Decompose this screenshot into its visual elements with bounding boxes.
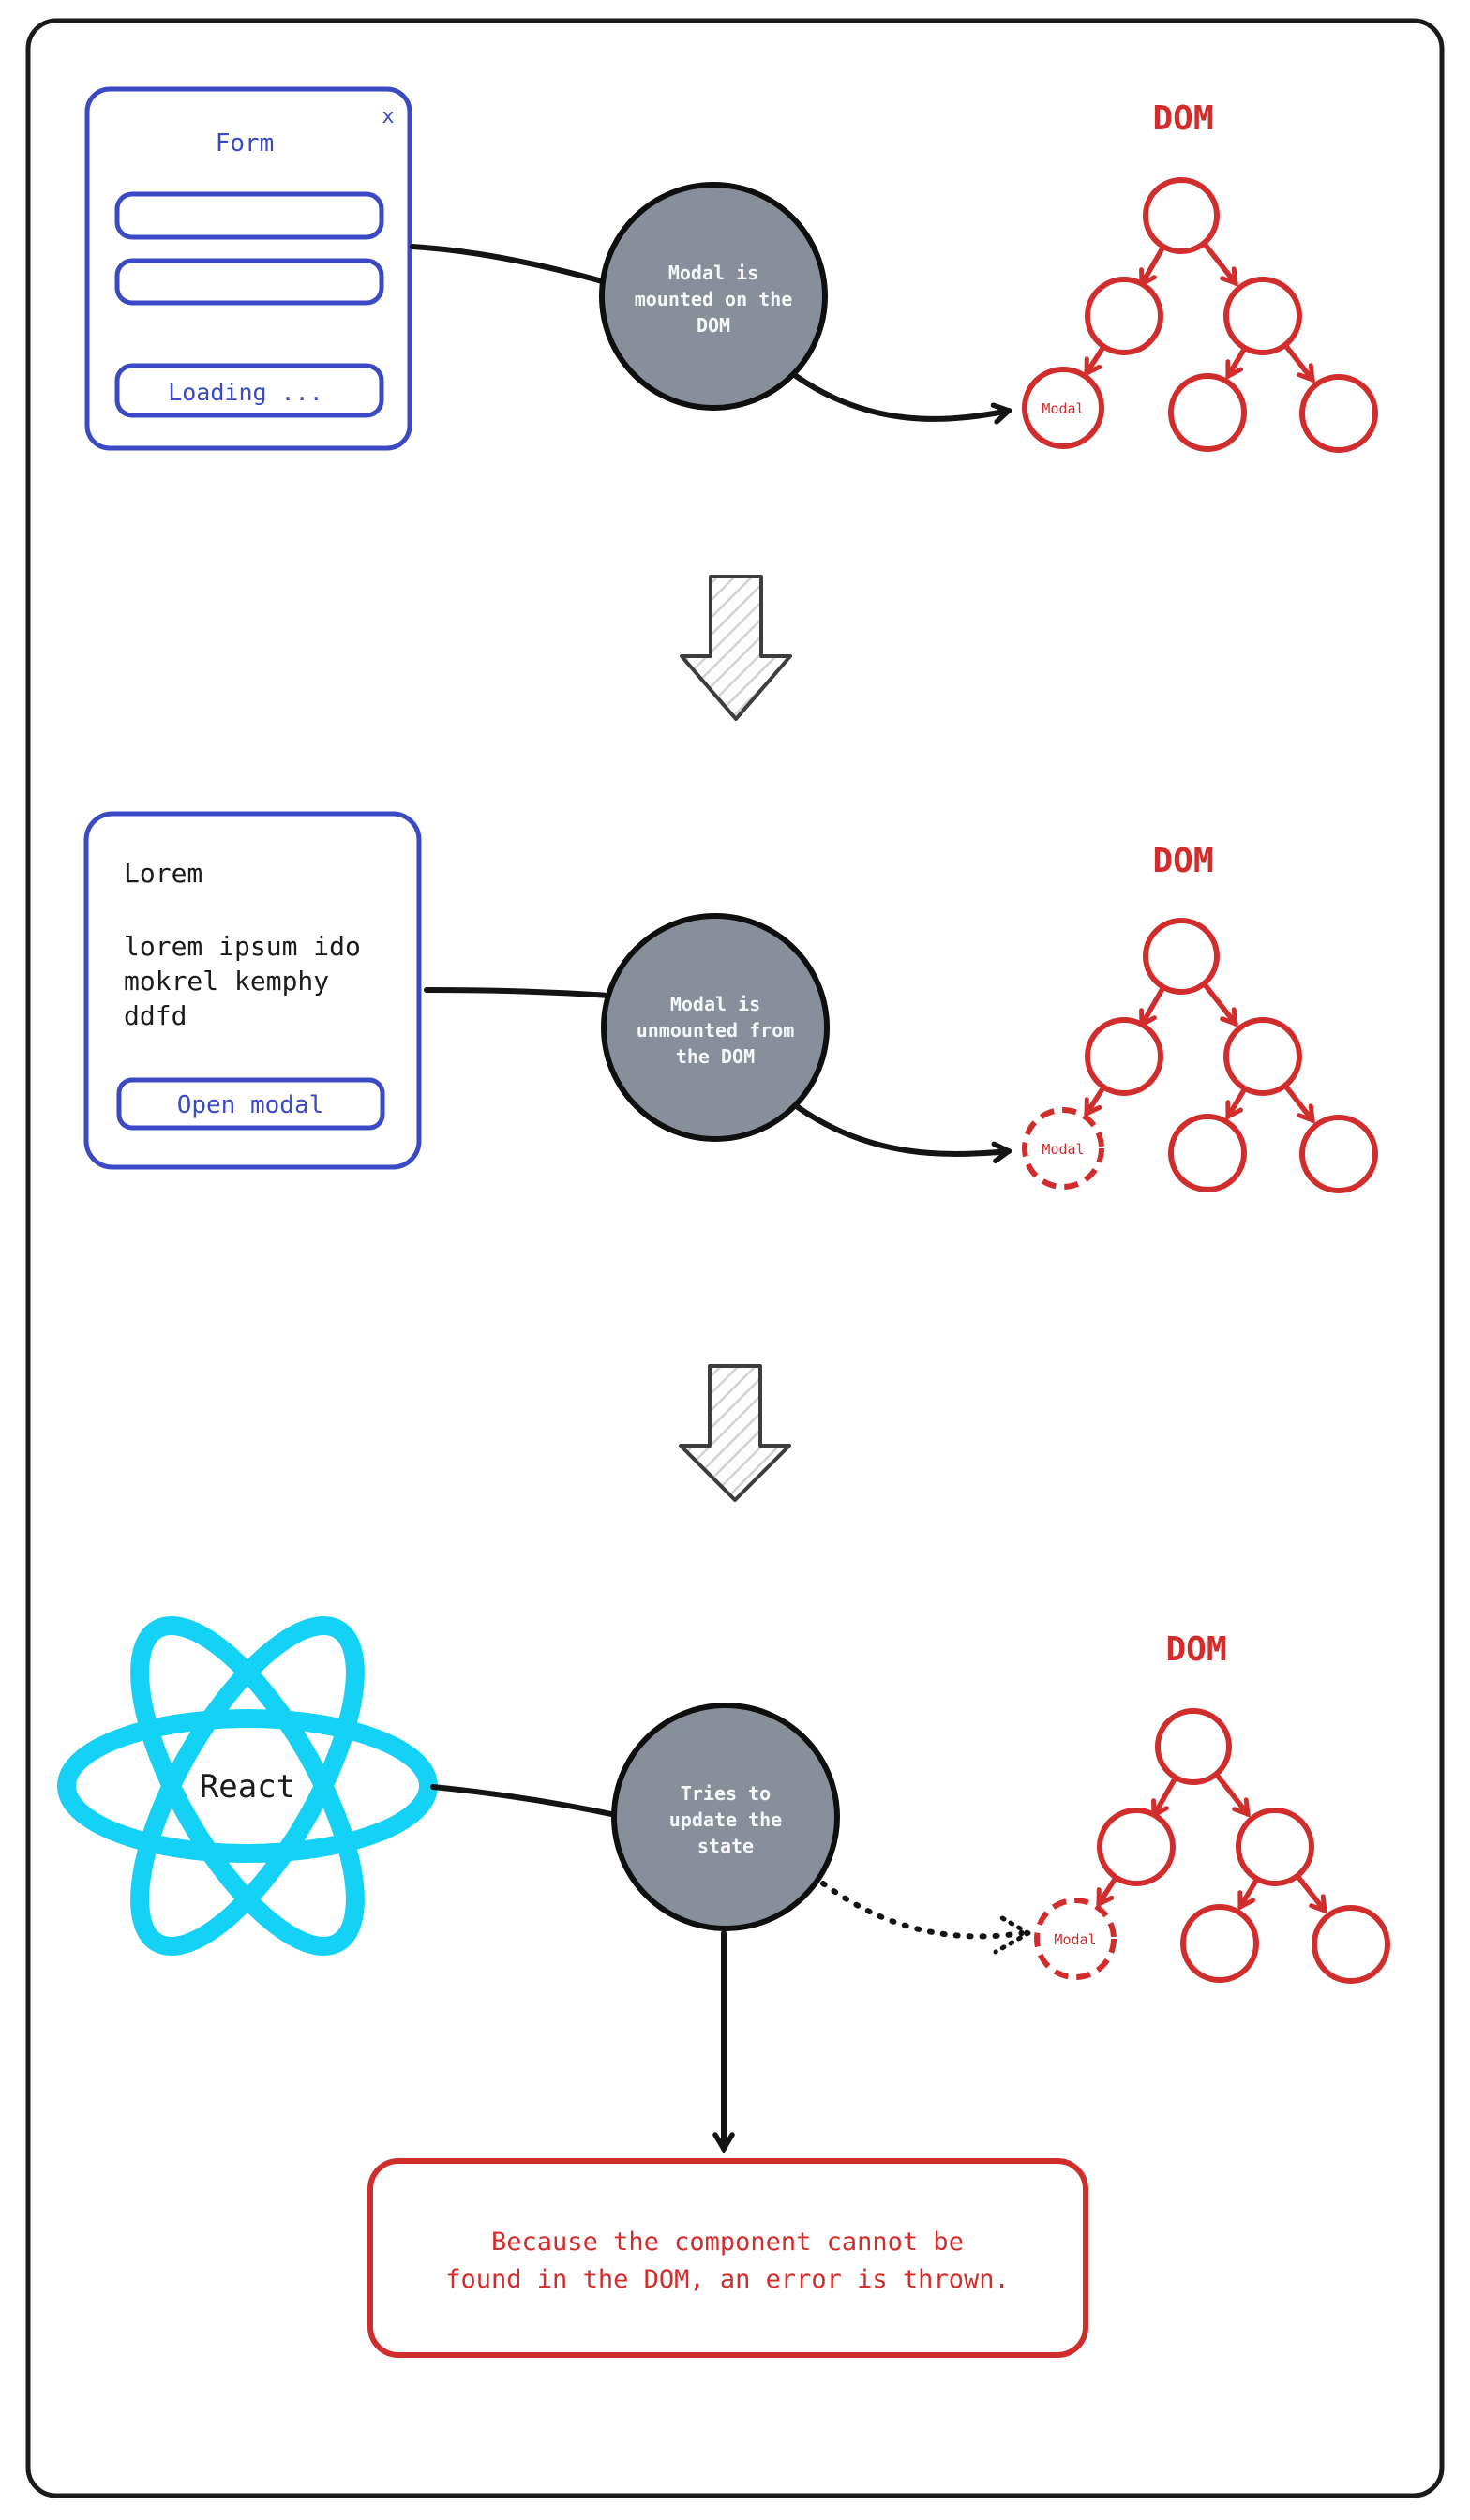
tree-root-node xyxy=(1143,177,1220,254)
state-circle-unmounted-line2: unmounted from xyxy=(637,1019,795,1042)
tree-edge xyxy=(1084,344,1106,373)
connector-react-to-circle xyxy=(430,1784,614,1817)
state-circle-update-line2: update the xyxy=(669,1808,782,1831)
tree-edge xyxy=(1142,244,1166,284)
state-circle-update-line3: state xyxy=(698,1835,754,1857)
dom-tree-1: Modal xyxy=(1022,177,1378,453)
tree-edge xyxy=(1201,981,1236,1024)
tree-node xyxy=(1180,1904,1259,1983)
state-circle-mounted-line3: DOM xyxy=(697,314,730,337)
state-circle-mounted-line2: mounted on the xyxy=(635,288,793,310)
dom-tree-2: Modal xyxy=(1022,918,1378,1193)
tree-edge xyxy=(1096,1875,1118,1904)
tree-edge xyxy=(1295,1873,1325,1911)
tree-edge xyxy=(1154,1775,1178,1815)
tree-edge xyxy=(1201,240,1236,283)
connector-card-to-circle xyxy=(424,987,612,998)
section-mounted: x Form Loading ... Modal is mounted on t… xyxy=(84,86,1378,453)
section-divider-arrow-1 xyxy=(680,575,792,721)
form-loading-button[interactable] xyxy=(114,363,384,418)
tree-node xyxy=(1168,1114,1247,1192)
tree-edge xyxy=(1225,345,1248,376)
tree-root-node xyxy=(1155,1708,1232,1785)
dom-title-2: DOM xyxy=(1152,842,1213,880)
modal-node-label-2: Modal xyxy=(1042,1141,1084,1158)
form-close-icon[interactable]: x xyxy=(382,105,394,128)
state-circle-unmounted-line1: Modal is xyxy=(670,993,760,1015)
lorem-body-line2: mokrel kemphy xyxy=(124,966,329,997)
tree-node xyxy=(1236,1808,1314,1886)
state-circle-unmounted-line3: the DOM xyxy=(676,1045,755,1068)
tree-edge xyxy=(1225,1086,1248,1117)
form-loading-label: Loading ... xyxy=(168,379,323,406)
tree-edge xyxy=(1213,1771,1248,1814)
open-modal-label: Open modal xyxy=(177,1091,324,1119)
modal-node-label-1: Modal xyxy=(1042,400,1084,417)
section-error: React Tries to update the state DOM xyxy=(57,1616,1390,2358)
tree-node xyxy=(1085,277,1163,355)
state-circle-update-line1: Tries to xyxy=(681,1782,771,1805)
react-ring-horizontal xyxy=(57,1709,438,1863)
tree-root-node xyxy=(1143,918,1220,995)
dom-title-3: DOM xyxy=(1165,1630,1226,1669)
error-text-line1: Because the component cannot be xyxy=(491,2228,964,2257)
react-ring-diagonal-2 xyxy=(130,1616,365,1956)
dotted-arrow-circle-to-modal-node xyxy=(820,1881,1025,1940)
tree-edge xyxy=(1084,1085,1106,1114)
connector-form-to-circle xyxy=(410,244,608,285)
modal-node-label-3: Modal xyxy=(1054,1931,1096,1948)
react-logo: React xyxy=(57,1616,438,1956)
form-input-1[interactable] xyxy=(114,191,384,240)
tree-node xyxy=(1085,1017,1163,1096)
lorem-title: Lorem xyxy=(124,858,202,889)
state-circle-mounted xyxy=(599,182,828,411)
outer-frame xyxy=(25,18,1445,2498)
error-text-line2: found in the DOM, an error is thrown. xyxy=(445,2265,1009,2294)
tree-edge xyxy=(1142,984,1166,1025)
tree-node xyxy=(1299,374,1378,453)
tree-node xyxy=(1168,373,1247,452)
dom-tree-3: Modal xyxy=(1034,1708,1390,1984)
lorem-body-line1: lorem ipsum ido xyxy=(124,931,361,962)
modal-node-3-dashed xyxy=(1034,1898,1117,1980)
section-divider-arrow-2 xyxy=(679,1364,791,1502)
react-label: React xyxy=(200,1768,295,1806)
state-circle-mounted-line1: Modal is xyxy=(668,262,758,284)
tree-node xyxy=(1223,1017,1302,1096)
tree-edge xyxy=(1282,1083,1312,1120)
state-circle-unmounted xyxy=(601,913,830,1142)
form-title: Form xyxy=(216,129,275,158)
state-circle-update xyxy=(611,1702,840,1931)
modal-node-1 xyxy=(1022,367,1104,449)
tree-node xyxy=(1299,1115,1378,1193)
arrow-circle-to-modal-node-2 xyxy=(795,1104,1009,1154)
form-input-2[interactable] xyxy=(114,258,384,306)
tree-node xyxy=(1312,1905,1390,1984)
modal-node-2-dashed xyxy=(1022,1107,1104,1190)
dotted-arrowhead xyxy=(993,1912,1031,1955)
error-box xyxy=(368,2158,1088,2358)
react-ring-diagonal-1 xyxy=(130,1616,365,1956)
arrow-circle-to-modal-node-1 xyxy=(793,373,1009,419)
section-unmounted: Lorem lorem ipsum ido mokrel kemphy ddfd… xyxy=(83,811,1378,1193)
tree-edge xyxy=(1282,342,1312,380)
dom-title-1: DOM xyxy=(1152,99,1213,138)
tree-edge xyxy=(1238,1876,1260,1907)
tree-node xyxy=(1223,277,1302,355)
open-modal-button[interactable] xyxy=(116,1077,385,1131)
lorem-body-line3: ddfd xyxy=(124,1000,187,1031)
tree-node xyxy=(1097,1808,1176,1886)
